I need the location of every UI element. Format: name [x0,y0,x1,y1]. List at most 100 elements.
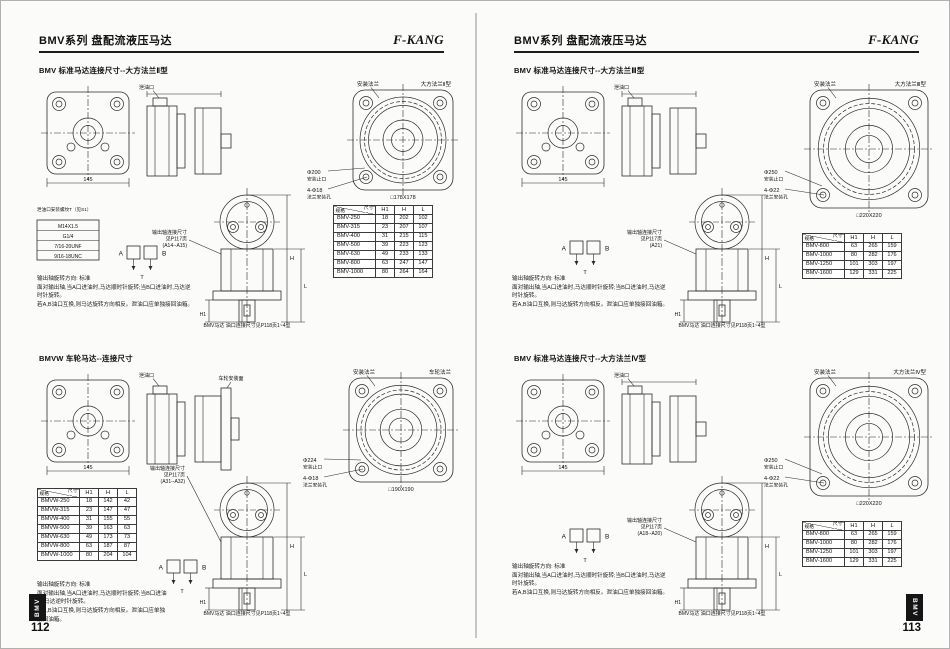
port-size-note: BMV马达 油口连接尺寸见P118页1~4型 [678,322,765,329]
dim-H1: H1 [200,600,207,606]
dim-L: L [779,284,782,290]
note-line: 若A,B油口互换,则马达旋转方向相反。泄油口应单独接回油箱。 [512,301,669,308]
flange-type-label: 车轮法兰 [429,368,452,376]
flange-type-label: 大方法兰Ⅱ型 [421,80,452,88]
column-header: L [882,233,902,243]
model-cell: BMV-1000 [802,250,845,261]
pilot-diameter: Φ224 [303,458,317,464]
flange-type-label: 大方法兰Ⅳ型 [893,368,926,376]
dim-cell: 87 [117,541,137,552]
model-cell: BMVW-315 [37,505,80,516]
model-cell: BMV-1600 [802,556,845,567]
table-corner-header: 尺寸规格 [37,488,80,498]
model-cell: BMV-800 [802,529,845,540]
shaft-ref-note: 见P117页 [641,237,662,243]
port-T-label: T [583,558,587,564]
brand-logo: F-KANG [868,32,919,47]
page-number: 113 [902,622,921,634]
dim-cell: 101 [844,259,864,270]
square-dimension: □178X178 [390,195,415,201]
dim-H1: H1 [200,312,207,318]
dim-cell: 129 [844,268,864,279]
shaft-ref-code: (A31--A32) [161,479,186,485]
model-cell: BMVW-1000 [37,550,80,561]
dim-cell: 31 [79,514,99,525]
section-title: BMVW 车轮马达--连接尺寸 [39,354,133,363]
dim-cell: 147 [98,505,118,516]
port-A-label: A [119,251,124,258]
dim-H: H [290,256,294,262]
bolt-holes: 4-Φ22 [764,476,779,482]
port-size-note: BMV马达 油口连接尺寸见P118页1~4型 [678,610,765,617]
dim-cell: 164 [413,267,433,278]
column-header: H [394,205,414,215]
port-A-label: A [562,534,567,541]
shaft-ref-note: 见P117页 [641,525,662,531]
dim-cell: 223 [394,240,414,251]
dim-cell: 207 [394,222,414,233]
note-line: 若A,B油口互换,则马达旋转方向相反。泄油口应单独接回油箱。 [37,301,194,308]
dim-cell: 159 [882,241,902,252]
bolt-holes: 4-Φ18 [307,188,322,194]
dim-cell: 176 [882,250,902,261]
dim-cell: 176 [882,538,902,549]
drain-port-label: 泄油口 [139,84,154,91]
dim-cell: 303 [863,259,883,270]
width-dimension: 145 [558,177,567,183]
side-tab-label: BMV [34,598,41,617]
width-dimension: 145 [558,465,567,471]
table-corner-header: 尺寸规格 [802,233,845,243]
dim-cell: 49 [79,532,99,543]
page-gutter-divider [475,13,477,638]
dim-cell: 264 [394,267,414,278]
port-B-label: B [202,565,206,572]
pilot-note: 安装止口 [307,176,326,183]
dim-cell: 303 [863,547,883,558]
section-title: BMV 标准马达连接尺寸--大方法兰Ⅲ型 [514,66,645,75]
port-size-note: BMV马达 油口连接尺寸见P118页1~4型 [203,322,290,329]
mounting-flange-label: 安装法兰 [814,80,837,88]
model-cell: BMV-800 [802,241,845,252]
wheel-face-label: 车轮安装面 [218,375,243,382]
note-line: 输出轴旋转方向: 标准 [512,564,566,570]
model-cell: BMV-315 [333,222,376,233]
model-cell: BMV-800 [333,258,376,269]
model-cell: BMV-1250 [802,547,845,558]
width-dimension: 145 [83,465,92,471]
bolt-holes-note: 法兰安装孔 [764,482,788,489]
dim-cell: 173 [98,532,118,543]
rotation-notes: 输出轴旋转方向: 标准 面对输出轴,当A口进油时,马达顺时针旋转;当B口进油时,… [37,581,167,624]
rotation-notes: 输出轴旋转方向: 标准 面对输出轴,当A口进油时,马达顺时针旋转;当B口进油时,… [512,275,668,310]
dim-H: H [765,544,769,550]
drain-port-label: 泄油口 [139,372,154,379]
dim-cell: 147 [413,258,433,269]
note-line: 面对输出轴,当A口进油时,马达顺时针旋转;当B口进油时,马达逆时针旋转。 [37,590,167,606]
shaft-ref-note: 见P117页 [164,473,185,479]
shaft-ref-note: 输出轴连接尺寸 [627,229,662,236]
dim-cell: 155 [98,514,118,525]
dim-cell: 23 [79,505,99,516]
port-T-label: T [583,270,587,276]
dim-cell: 39 [375,240,395,251]
dim-cell: 18 [375,213,395,224]
side-tab-bmv: BMV [906,594,923,621]
model-cell: BMV-250 [333,213,376,224]
dim-cell: 197 [882,547,902,558]
dim-cell: 80 [375,267,395,278]
shaft-ref-code: (A21) [650,243,663,249]
note-line: 输出轴旋转方向: 标准 [37,276,91,282]
